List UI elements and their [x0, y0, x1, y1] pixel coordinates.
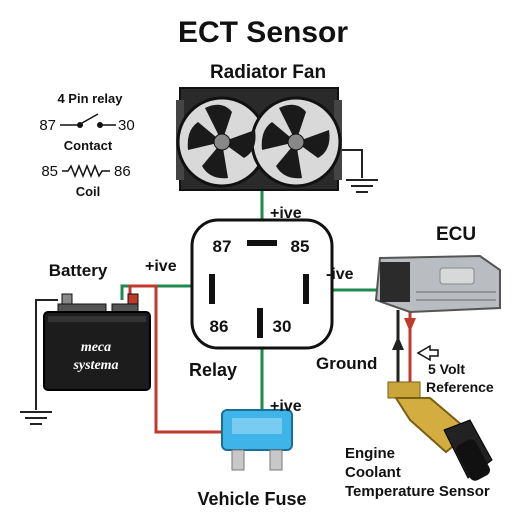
relay-pin-30: 30: [273, 317, 292, 336]
relay: [190, 218, 334, 350]
battery-label: Battery: [49, 261, 108, 280]
legend-coil-label: Coil: [76, 184, 101, 199]
ground-arrow-icon: [392, 336, 404, 350]
sensor-label-line1: Engine: [345, 445, 395, 462]
sensor-label-line3: Temperature Sensor: [345, 483, 490, 500]
relay-pin-85: 85: [291, 237, 310, 256]
battery: [43, 293, 151, 391]
ecu-label: ECU: [436, 224, 476, 245]
relay-label: Relay: [189, 360, 237, 380]
battery-brand-line2: systema: [72, 358, 118, 373]
battery-ground-symbol: [20, 411, 52, 425]
ecu: [374, 254, 501, 314]
relay-pin-87: 87: [213, 237, 232, 256]
ect-sensor: [387, 381, 493, 481]
legend-contact-left: 87: [39, 117, 56, 134]
radiator-fan: [176, 87, 342, 191]
fan-label: Radiator Fan: [210, 62, 326, 83]
battery-brand-line1: meca: [81, 340, 111, 355]
ecu-negative-label: -ive: [326, 266, 354, 283]
sensor-label-line2: Coolant: [345, 464, 401, 481]
legend-contact-right: 30: [118, 117, 135, 134]
fan-positive-label: +ive: [270, 205, 302, 222]
battery-positive-wire: [120, 284, 212, 300]
battery-to-fuse-wire: [128, 284, 222, 434]
relay-pin-86: 86: [210, 317, 229, 336]
fuse-positive-label: +ive: [270, 398, 302, 415]
reference-label-line2: Reference: [426, 379, 494, 395]
reference-label-line1: 5 Volt: [428, 361, 465, 377]
vehicle-fuse: [221, 409, 293, 471]
coil-symbol-icon: [62, 163, 110, 179]
ground-label: Ground: [316, 354, 377, 373]
reference-pointer-icon: [416, 344, 439, 362]
legend-heading: 4 Pin relay: [57, 91, 123, 106]
battery-positive-label: +ive: [145, 258, 177, 275]
legend-coil-right: 86: [114, 163, 131, 180]
page-title: ECT Sensor: [178, 16, 348, 49]
reference-arrow-icon: [404, 318, 416, 332]
fuse-label: Vehicle Fuse: [197, 489, 306, 509]
fan-ground-symbol: [346, 179, 378, 193]
battery-ground-wire: [35, 299, 58, 410]
legend-coil-left: 85: [41, 163, 58, 180]
contact-symbol-icon: [60, 113, 116, 128]
legend-contact-label: Contact: [64, 138, 113, 153]
